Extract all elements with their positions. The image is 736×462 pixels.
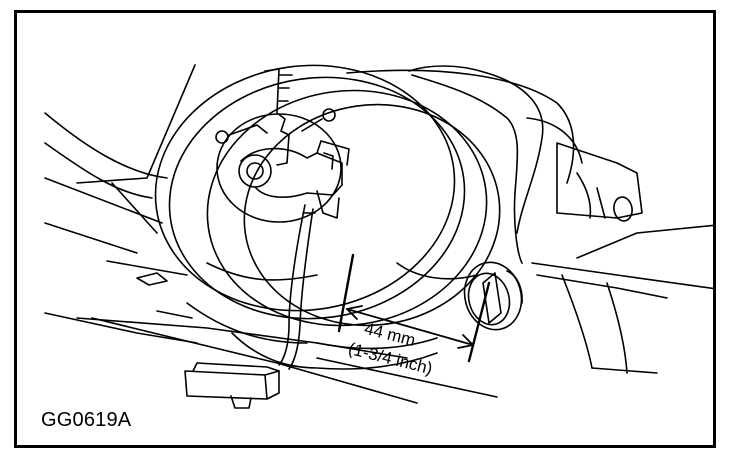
figure-id-label: GG0619A bbox=[41, 409, 132, 431]
dash-trim-lines bbox=[44, 64, 498, 404]
clockspring-icon bbox=[154, 64, 501, 370]
pigtail-wire bbox=[278, 204, 316, 370]
steering-column-housing bbox=[346, 65, 713, 374]
clockspring-installation-diagram bbox=[44, 64, 713, 409]
clockspring-hub bbox=[215, 68, 350, 219]
connector-icon bbox=[184, 362, 280, 409]
ignition-lock-icon bbox=[463, 261, 523, 331]
figure-frame: 44 mm (1-3/4 inch) GG0619A bbox=[14, 10, 716, 448]
measurement-lines bbox=[337, 253, 491, 363]
dimension-arrow bbox=[346, 305, 474, 349]
